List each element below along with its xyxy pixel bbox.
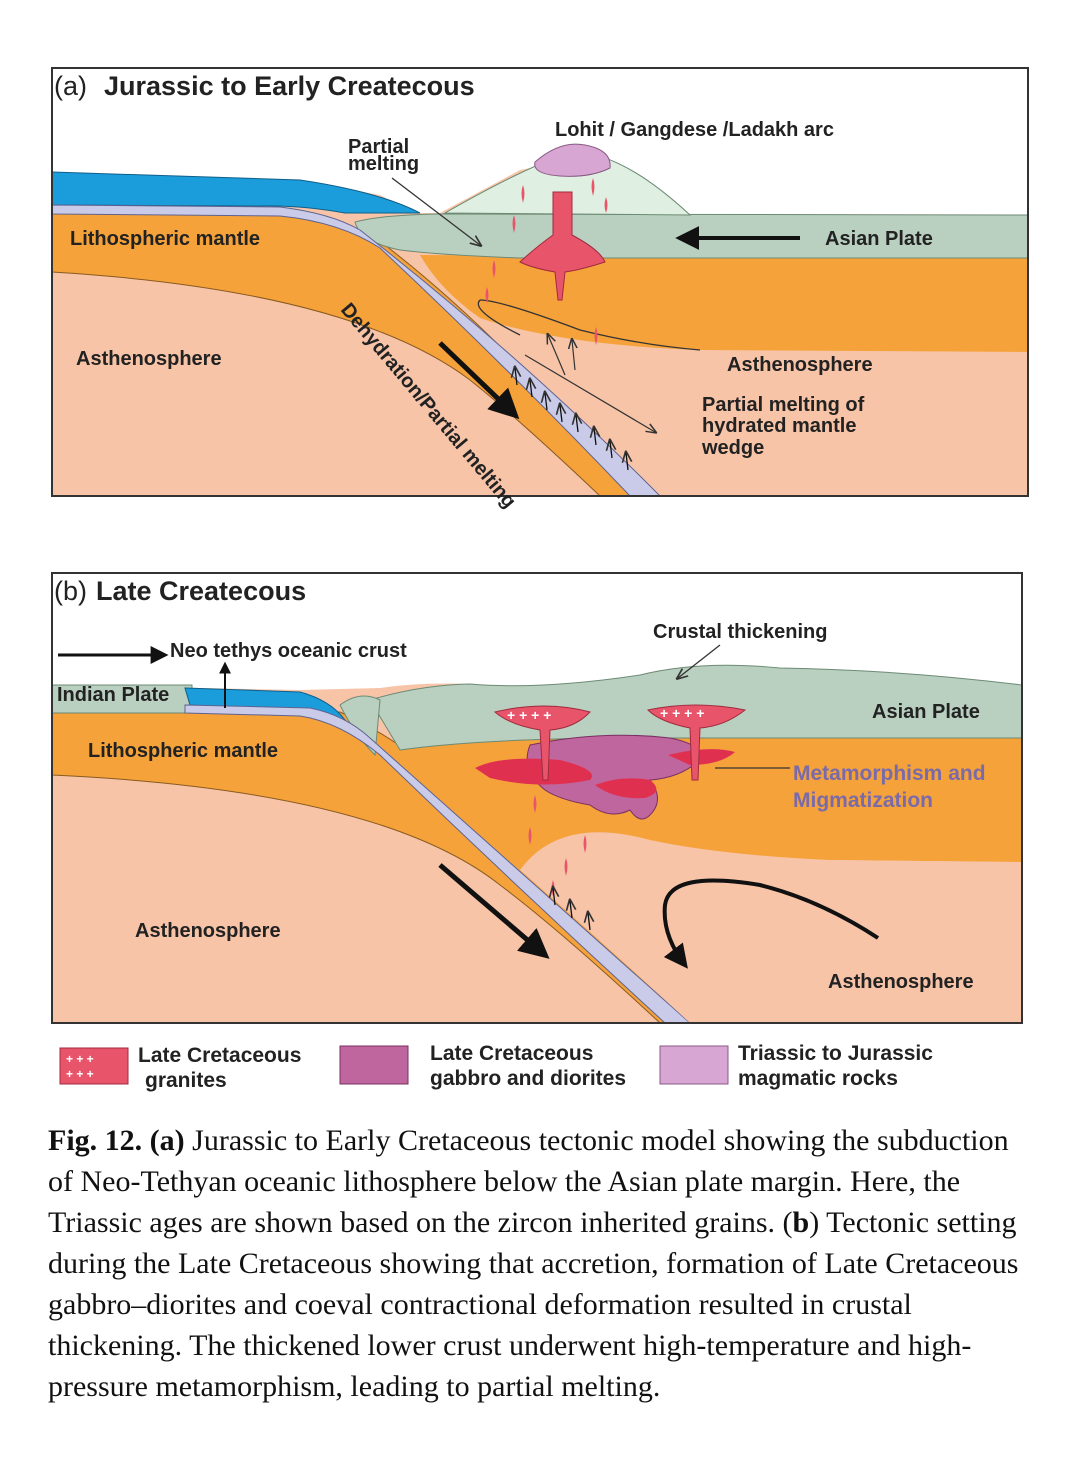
wedge-arrow-2 <box>572 340 575 371</box>
label-metamorphism-2: Migmatization <box>793 789 933 812</box>
migmatite-lens-right <box>668 749 735 765</box>
sky-area-b <box>52 573 1022 690</box>
subducting-slab <box>52 204 661 496</box>
panel-b: + + + + + + + + (b) <box>51 572 1023 1024</box>
caption-b-letter: b <box>792 1206 810 1239</box>
legend-triassic-line1: Triassic to Jurassic <box>738 1042 933 1065</box>
label-wedge-2: hydrated mantle <box>702 415 856 437</box>
legend-swatch-triassic <box>659 1045 729 1085</box>
indian-plate-crust <box>52 684 193 714</box>
label-asian-plate-b: Asian Plate <box>872 701 980 723</box>
svg-text:+ + +: + + + <box>66 1067 94 1081</box>
granite-pluton-right <box>646 704 747 781</box>
svg-text:+ + +: + + + <box>66 1052 94 1066</box>
sky-area <box>52 68 1028 215</box>
panel-b-title-tag: (b) <box>54 576 87 606</box>
panel-a: (a) Jurassic to Early Createcous Lithosp… <box>51 67 1029 512</box>
legend-gabbro-line1: Late Cretaceous <box>430 1042 593 1065</box>
panel-b-frame <box>51 572 1023 1024</box>
label-asthenosphere-a-left: Asthenosphere <box>76 348 222 370</box>
granite-pluton-left <box>493 705 591 781</box>
label-asthenosphere-b-left: Asthenosphere <box>135 920 281 942</box>
legend-item-granites: + + + + + + Late Cretaceous granites <box>59 1044 301 1092</box>
legend-swatch-granites <box>59 1047 129 1085</box>
dehydration-arrows-b <box>553 888 590 931</box>
caption-a-letter: a <box>159 1124 175 1157</box>
svg-text:+ + + +: + + + + <box>660 705 704 721</box>
legend-gabbro-line2: gabbro and diorites <box>430 1067 626 1090</box>
label-lithospheric-mantle-b: Lithospheric mantle <box>88 740 278 762</box>
legend-granites-line1: Late Cretaceous <box>138 1044 301 1067</box>
gabbro-diorite-body <box>526 734 702 820</box>
label-asthenosphere-b-right: Asthenosphere <box>828 971 974 993</box>
label-partial-melting-2: melting <box>348 153 419 175</box>
figure-caption: Fig. 12. (a) Jurassic to Early Cretaceou… <box>48 1120 1038 1407</box>
legend-granites-line2: granites <box>145 1069 227 1092</box>
slab-motion-arrow-b <box>438 863 550 959</box>
label-asthenosphere-a-right: Asthenosphere <box>727 354 873 376</box>
melt-droplets <box>485 178 608 345</box>
panel-a-frame <box>51 67 1029 497</box>
crustal-thickening-pointer <box>678 644 721 678</box>
migmatite-lens-left <box>475 758 592 785</box>
granite-crosses: + + + + + + + + <box>507 705 704 723</box>
ocean-water <box>52 171 421 214</box>
granite-conduit <box>519 191 606 301</box>
caption-a-text: Jurassic to Early Cretaceous tectonic mo… <box>48 1124 1009 1239</box>
legend-triassic-line2: magmatic rocks <box>738 1067 898 1090</box>
caption-b-close: ) <box>809 1206 820 1239</box>
legend: + + + + + + Late Cretaceous granites Lat… <box>59 1042 933 1092</box>
subducting-slab-b <box>184 704 691 1023</box>
label-lithospheric-mantle-a: Lithospheric mantle <box>70 228 260 250</box>
caption-label: Fig. 12. <box>48 1124 143 1157</box>
panel-b-title: Late Createcous <box>96 576 306 606</box>
partial-melting-pointer <box>391 177 480 245</box>
label-crustal-thickening: Crustal thickening <box>653 621 827 643</box>
caption-a-open: ( <box>149 1124 160 1157</box>
label-arc: Lohit / Gangdese /Ladakh arc <box>555 119 834 141</box>
legend-item-triassic: Triassic to Jurassic magmatic rocks <box>659 1042 933 1090</box>
slab-motion-arrow <box>438 341 520 420</box>
triassic-magma-body <box>534 143 611 177</box>
legend-item-gabbro: Late Cretaceous gabbro and diorites <box>339 1042 626 1090</box>
asthenosphere-upwelling <box>520 832 1022 1023</box>
figure-diagram: (a) Jurassic to Early Createcous Lithosp… <box>51 67 1029 1092</box>
mantle-wedge-loop <box>479 299 701 351</box>
label-metamorphism-1: Metamorphism and <box>793 762 986 785</box>
lithospheric-mantle-right <box>420 255 1028 352</box>
legend-swatch-gabbro <box>339 1045 409 1085</box>
label-indian-plate: Indian Plate <box>57 684 169 706</box>
svg-text:+ + + +: + + + + <box>507 707 551 723</box>
dehydration-arrows <box>515 368 628 471</box>
migmatite-lens-lower <box>595 778 657 799</box>
label-partial-melting-1: Partial <box>348 136 409 158</box>
panel-a-title: Jurassic to Early Createcous <box>104 71 475 101</box>
panel-a-title-tag: (a) <box>54 71 87 101</box>
caption-a-close: ) <box>174 1124 185 1157</box>
label-wedge-3: wedge <box>701 437 764 459</box>
label-asian-plate-a: Asian Plate <box>825 228 933 250</box>
label-wedge-1: Partial melting of <box>702 394 865 416</box>
wedge-arrow-3 <box>524 354 655 432</box>
mantle-flow-arrow <box>662 878 880 969</box>
wedge-arrow-1 <box>548 335 566 376</box>
caption-b-open: ( <box>782 1206 793 1239</box>
label-neo-tethys: Neo tethys oceanic crust <box>170 640 407 662</box>
caption-b-text: Tectonic setting during the Late Cretace… <box>48 1206 1019 1403</box>
